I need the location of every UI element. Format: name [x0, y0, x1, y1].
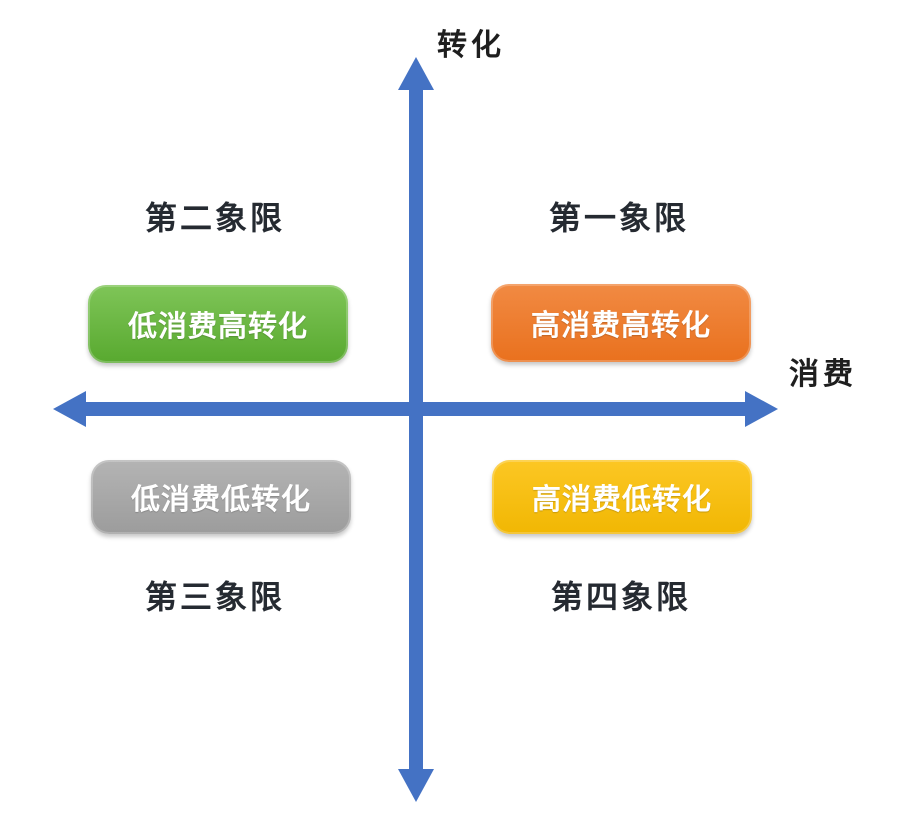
box-label: 高消费高转化	[530, 310, 711, 342]
arrow-down-icon	[398, 769, 434, 802]
quadrant-title-q1: 第一象限	[548, 200, 690, 236]
box-high-spend-high-conversion: 高消费高转化	[491, 284, 751, 362]
quadrant-title-q2: 第二象限	[144, 200, 286, 236]
box-label: 低消费高转化	[127, 311, 308, 343]
arrow-left-icon	[53, 391, 86, 427]
box-label: 高消费低转化	[531, 484, 712, 516]
box-high-spend-low-conversion: 高消费低转化	[492, 460, 752, 534]
box-low-spend-high-conversion: 低消费高转化	[88, 285, 348, 363]
box-low-spend-low-conversion: 低消费低转化	[91, 460, 351, 534]
arrow-up-icon	[398, 57, 434, 90]
x-axis-label: 消费	[789, 358, 857, 391]
box-label: 低消费低转化	[130, 484, 311, 516]
y-axis-label: 转化	[437, 29, 505, 62]
arrow-right-icon	[745, 391, 778, 427]
quadrant-title-q4: 第四象限	[550, 579, 692, 615]
quadrant-title-q3: 第三象限	[144, 579, 286, 615]
